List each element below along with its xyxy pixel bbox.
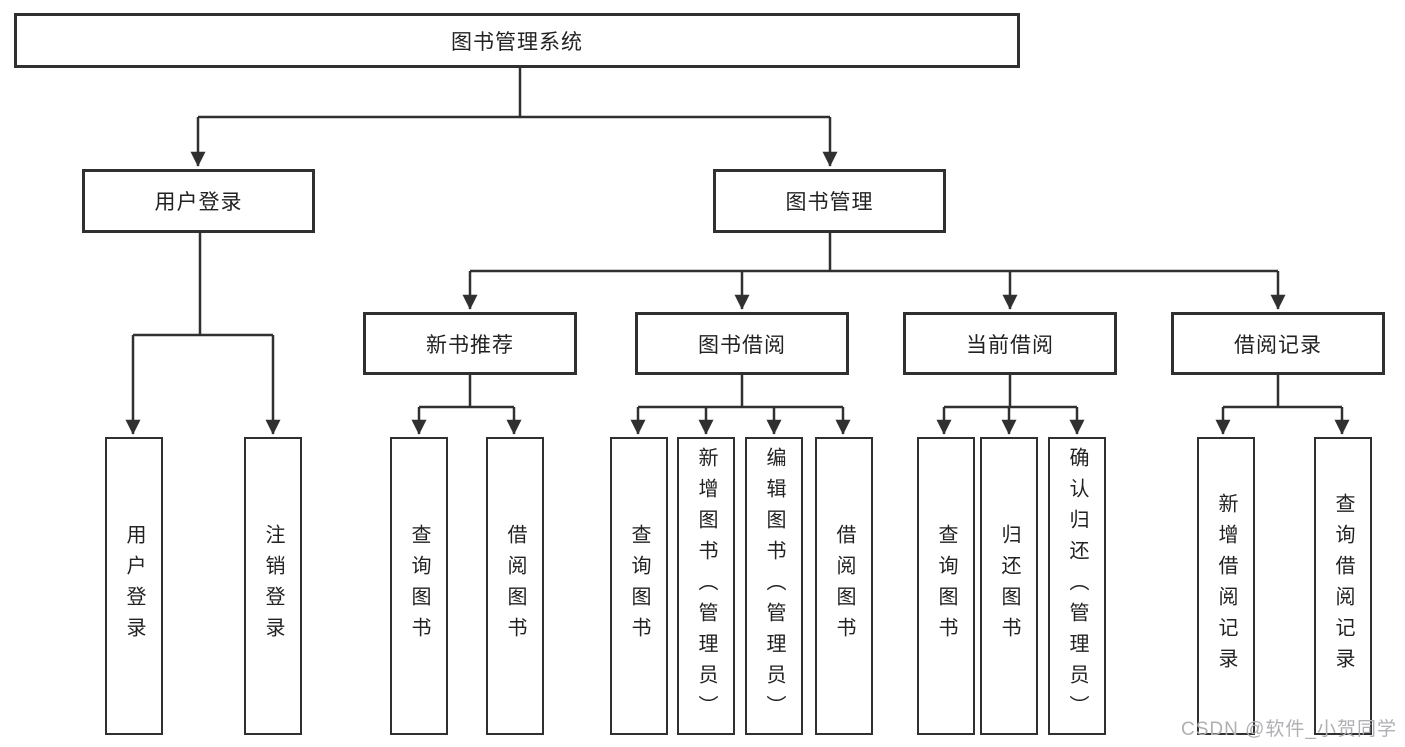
leaf-query-book-2: 查询图书 [610,437,668,735]
leaf-add-book-admin: 新增图书（管理员） [677,437,735,735]
node-borrow-records: 借阅记录 [1171,312,1385,375]
leaf-borrow-book-1: 借阅图书 [486,437,544,735]
leaf-query-book-3: 查询图书 [917,437,975,735]
node-current-borrow: 当前借阅 [903,312,1117,375]
node-root-system: 图书管理系统 [14,13,1020,68]
leaf-return-book: 归还图书 [980,437,1038,735]
leaf-query-borrow-record: 查询借阅记录 [1314,437,1372,735]
node-user-login: 用户登录 [82,169,315,233]
leaf-query-book-1: 查询图书 [390,437,448,735]
leaf-edit-book-admin: 编辑图书（管理员） [745,437,803,735]
node-book-management: 图书管理 [713,169,946,233]
leaf-logout: 注销登录 [244,437,302,735]
leaf-user-login: 用户登录 [105,437,163,735]
leaf-add-borrow-record: 新增借阅记录 [1197,437,1255,735]
node-book-borrow: 图书借阅 [635,312,849,375]
node-new-book-recommend: 新书推荐 [363,312,577,375]
leaf-confirm-return-admin: 确认归还（管理员） [1048,437,1106,735]
leaf-borrow-book-2: 借阅图书 [815,437,873,735]
csdn-watermark: CSDN @软件_小贺同学 [1181,719,1397,740]
